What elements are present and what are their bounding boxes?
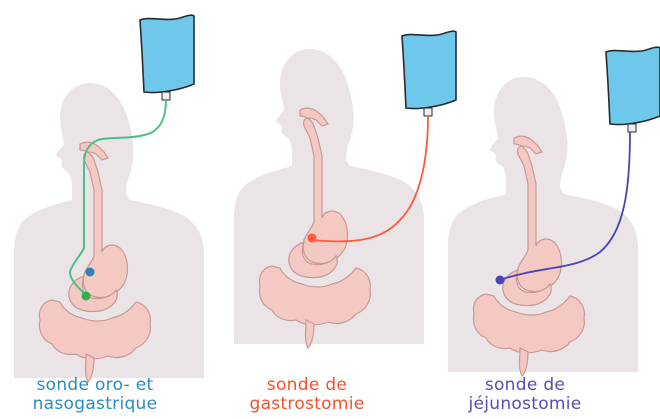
figure-gastrostomy — [234, 31, 456, 348]
feeding-bag-icon — [140, 15, 194, 100]
caption-gastrostomy: sonde de gastrostomie — [222, 376, 392, 414]
gastrostomy-tip-dot — [308, 234, 317, 243]
duodenum-tip-dot — [82, 292, 91, 301]
feeding-bag-icon — [402, 31, 456, 116]
caption-line: nasogastrique — [10, 395, 180, 414]
figure-nasogastric — [14, 15, 204, 382]
caption-line: sonde de — [440, 376, 610, 395]
feeding-bag-icon — [606, 47, 660, 132]
caption-line: gastrostomie — [222, 395, 392, 414]
figure-jejunostomy — [448, 47, 660, 376]
caption-line: jéjunostomie — [440, 395, 610, 414]
stomach-tip-dot — [86, 268, 95, 277]
caption-jejunostomy: sonde de jéjunostomie — [440, 376, 610, 414]
caption-line: sonde de — [222, 376, 392, 395]
caption-nasogastric: sonde oro- et nasogastrique — [10, 376, 180, 414]
caption-line: sonde oro- et — [10, 376, 180, 395]
jejunostomy-tip-dot — [496, 276, 505, 285]
